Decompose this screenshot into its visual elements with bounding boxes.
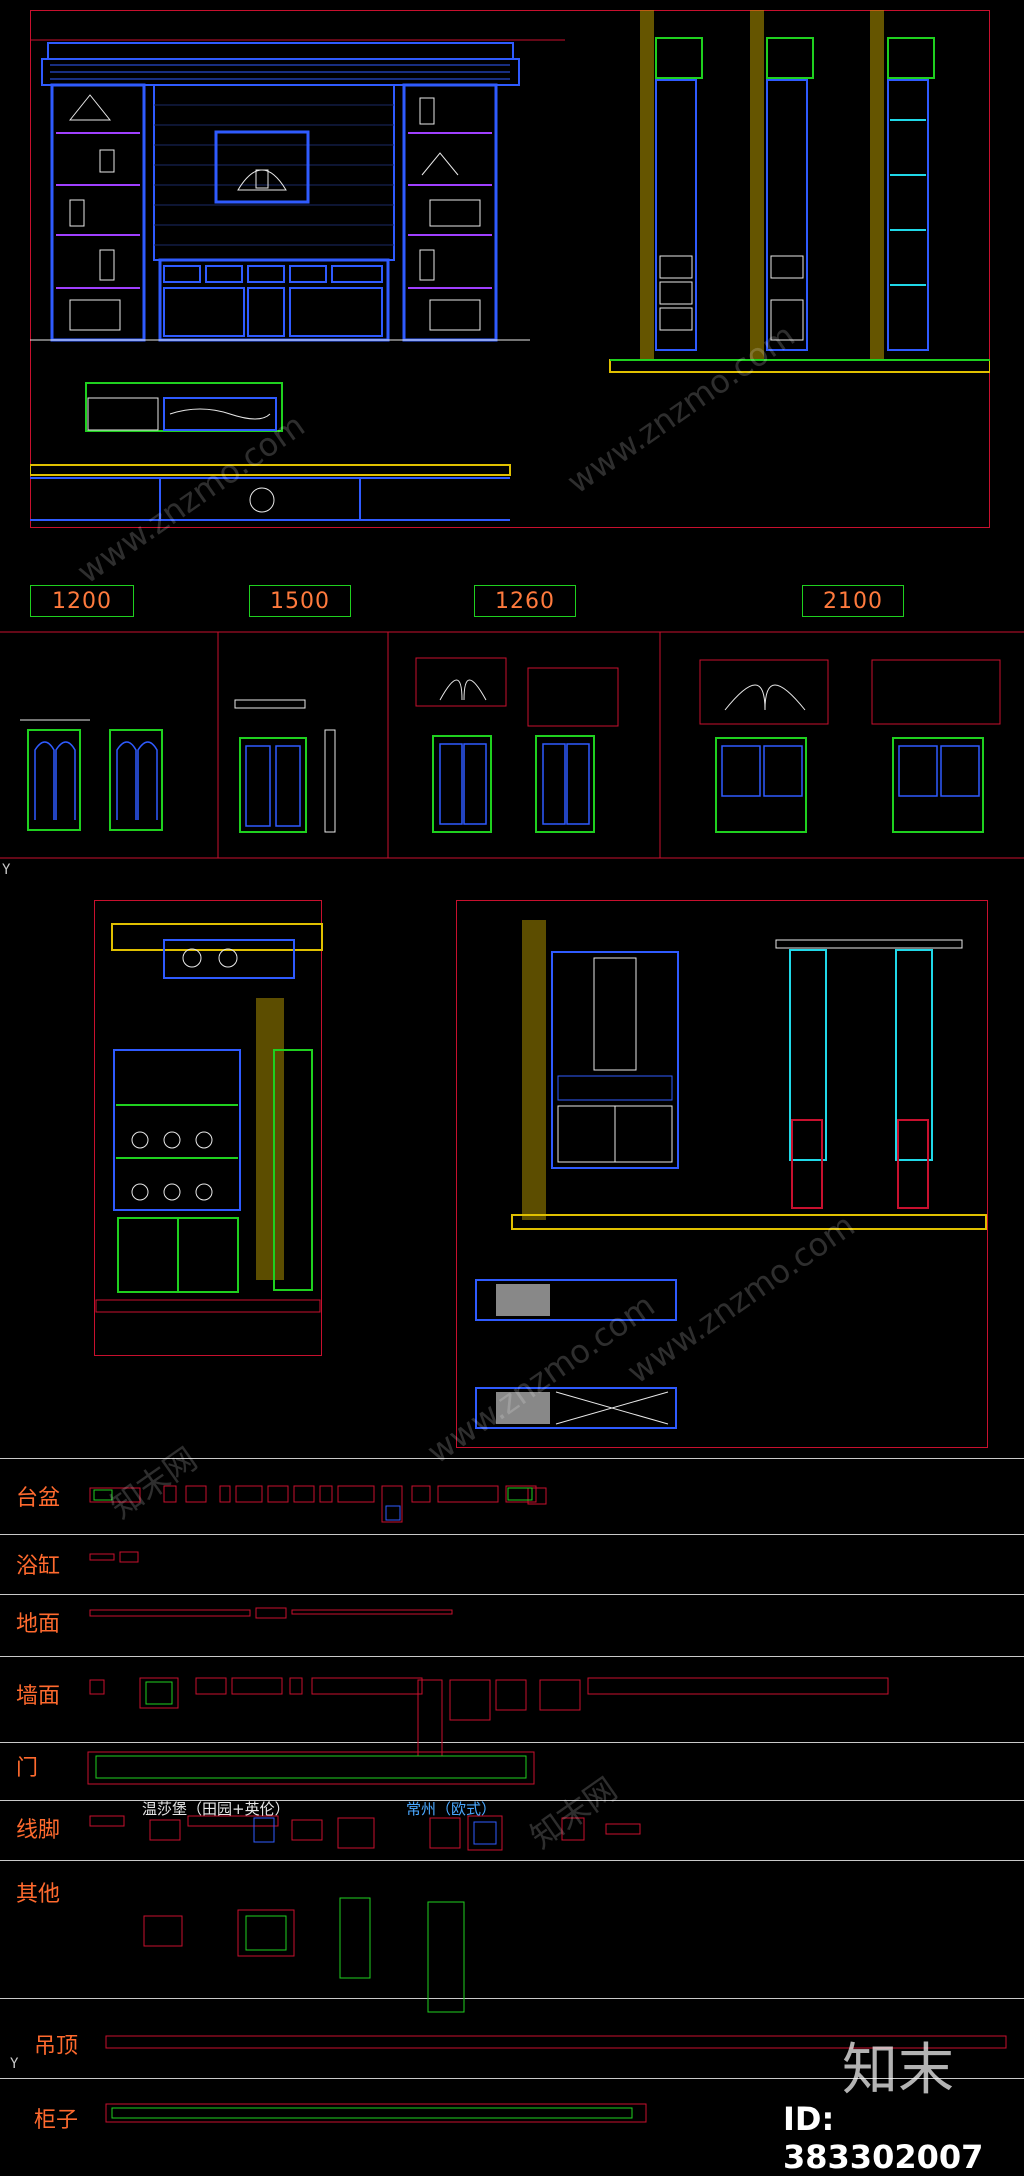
cabinet-detail-drawing: [95, 920, 987, 1429]
divider-line: [0, 1860, 1024, 1861]
divider-line: [0, 1534, 1024, 1535]
category-label-molding[interactable]: 线脚: [16, 1818, 61, 1843]
axis-y-label-1: Y: [2, 862, 11, 878]
divider-line: [0, 2078, 1024, 2079]
brand-logo: 知末: [842, 2038, 954, 2103]
category-label-ceiling[interactable]: 吊顶: [34, 2034, 79, 2059]
door-width-label-2: 1500: [249, 585, 351, 617]
cabinet-elevation-drawing: [30, 10, 990, 521]
elevation-frame-top: [30, 10, 990, 528]
door-width-label-3: 1260: [474, 585, 576, 617]
divider-line: [0, 1594, 1024, 1595]
category-label-bathtub[interactable]: 浴缸: [16, 1554, 61, 1579]
category-label-cabinet[interactable]: 柜子: [34, 2108, 79, 2133]
door-elevations-drawing: [0, 631, 1024, 859]
category-label-door[interactable]: 门: [16, 1756, 39, 1781]
category-thumbnails: [87, 1485, 1007, 2123]
door-width-label-4: 2100: [802, 585, 904, 617]
molding-note-windsor: 温莎堡（田园+英伦）: [142, 1800, 290, 1818]
category-label-basin[interactable]: 台盆: [16, 1486, 61, 1511]
category-label-floor[interactable]: 地面: [16, 1612, 61, 1637]
divider-line: [0, 1742, 1024, 1743]
cabinet-detail-frame-right: [456, 900, 988, 1448]
asset-id: ID: 383302007: [783, 2100, 984, 2176]
door-width-label-1: 1200: [30, 585, 134, 617]
molding-note-changzhou: 常州（欧式）: [406, 1800, 497, 1818]
category-label-wall[interactable]: 墙面: [16, 1684, 61, 1709]
divider-line: [0, 1998, 1024, 1999]
divider-line: [0, 1458, 1024, 1459]
cabinet-detail-frame-left: [94, 900, 322, 1356]
divider-line: [0, 1800, 1024, 1801]
divider-line: [0, 1656, 1024, 1657]
axis-y-label-2: Y: [10, 2056, 19, 2072]
category-label-other[interactable]: 其他: [16, 1882, 61, 1907]
